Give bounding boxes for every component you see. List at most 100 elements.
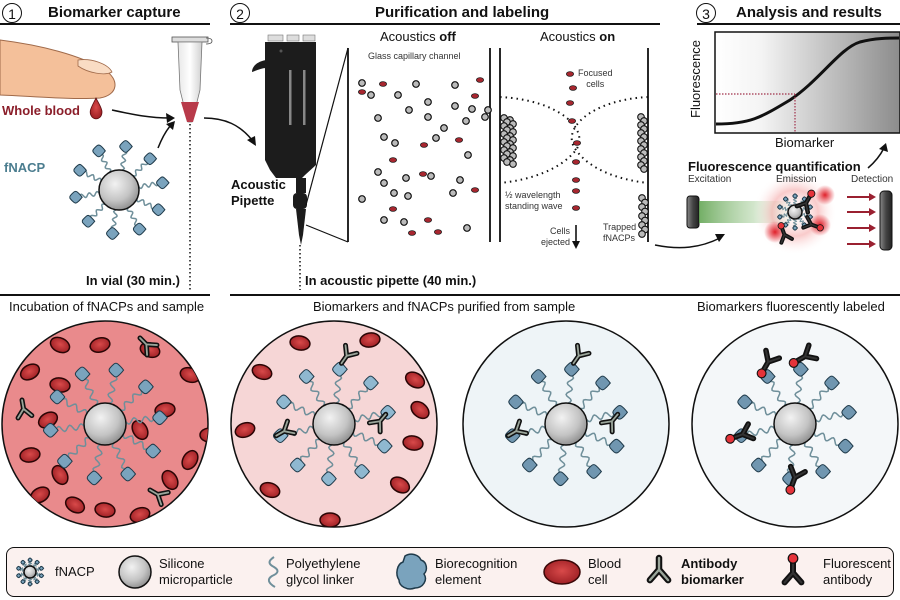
fluorescent-antibody bbox=[785, 463, 808, 495]
acoustics-off-label: Acoustics off bbox=[380, 29, 456, 44]
antibody-biomarker bbox=[646, 554, 672, 584]
legend-item-fnacp: fNACP bbox=[11, 548, 95, 596]
emission-arrows bbox=[847, 193, 876, 248]
step-2-title: Purification and labeling bbox=[375, 4, 550, 21]
fnacp-label: fNACP bbox=[4, 160, 46, 175]
trapped-fnacp bbox=[638, 230, 646, 238]
antibody-biomarker bbox=[273, 418, 297, 439]
antibody-biomarker-icon bbox=[646, 554, 672, 584]
fnacp-particle bbox=[358, 79, 366, 87]
sample-vial bbox=[171, 36, 213, 123]
blood-cell bbox=[51, 464, 69, 486]
blood-cell bbox=[94, 502, 116, 518]
fnacp-illustration bbox=[69, 140, 170, 240]
biorecognition-element-icon bbox=[396, 553, 428, 590]
fluorescent-antibody-icon bbox=[781, 552, 805, 586]
biorecognition-element bbox=[363, 375, 379, 391]
biorecognition-element bbox=[120, 466, 137, 482]
blood-cell-particle bbox=[418, 171, 427, 177]
blood-cell bbox=[49, 336, 71, 354]
blood-cell-particle bbox=[423, 217, 432, 223]
fnacp-particle bbox=[391, 139, 399, 147]
biorecognition-element bbox=[49, 389, 66, 405]
biorecognition-element bbox=[34, 559, 40, 565]
blood-cell-particle bbox=[470, 187, 479, 193]
silicone-microparticle bbox=[83, 402, 127, 446]
blood-cell bbox=[181, 449, 199, 471]
biorecognition-element bbox=[143, 152, 158, 166]
blood-cell bbox=[199, 427, 208, 443]
biorecognition-element bbox=[737, 394, 753, 410]
fnacp-particle bbox=[463, 224, 471, 232]
panel-incubation bbox=[1, 320, 209, 528]
biorecognition-element bbox=[522, 457, 538, 473]
biorecognition-element bbox=[824, 375, 840, 391]
biorecognition-element bbox=[57, 453, 73, 469]
fluorescent-antibody bbox=[794, 189, 816, 215]
antibody-biomarker bbox=[505, 418, 529, 439]
step-2-number: 2 bbox=[230, 3, 250, 23]
fnacp-particle bbox=[481, 113, 489, 121]
biorecognition-element bbox=[530, 369, 547, 384]
whole-blood-label: Whole blood bbox=[2, 103, 80, 118]
blood-cell bbox=[359, 332, 381, 348]
silicone-microparticle bbox=[312, 402, 356, 446]
fnacp-particle bbox=[449, 189, 457, 197]
fluorescent-antibody bbox=[801, 215, 824, 232]
emitting-fnacp bbox=[777, 189, 824, 245]
blood-cell bbox=[404, 371, 426, 389]
silicone-microparticle bbox=[773, 402, 817, 446]
biorecognition-element bbox=[609, 438, 625, 454]
biorecognition-element bbox=[145, 443, 162, 459]
fnacp-particle bbox=[380, 179, 388, 187]
incubation-caption: Incubation of fNACPs and sample bbox=[9, 299, 205, 314]
trapped-fnacp bbox=[640, 165, 648, 173]
biorecognition-element bbox=[841, 405, 858, 420]
arrow-to-analysis bbox=[654, 237, 721, 249]
fnacp-particle bbox=[451, 81, 459, 89]
biorecognition-element bbox=[792, 193, 799, 199]
silicone-microparticle-icon bbox=[118, 555, 152, 589]
peg-linker-icon bbox=[267, 556, 279, 588]
biorecognition-element bbox=[354, 464, 371, 479]
panel-purification-pink bbox=[230, 320, 438, 528]
blood-cell bbox=[234, 421, 256, 439]
antibody-biomarker bbox=[598, 411, 621, 435]
biorecognition-element bbox=[27, 581, 33, 587]
biorecognition-element bbox=[156, 176, 170, 190]
biorecognition-element bbox=[792, 225, 799, 231]
biorecognition-element bbox=[106, 227, 120, 240]
blood-cell-particle bbox=[378, 81, 387, 87]
fnacp-particle bbox=[394, 91, 402, 99]
channel-particles bbox=[357, 71, 649, 238]
fnacp-particle bbox=[358, 195, 366, 203]
biorecognition-element bbox=[108, 362, 125, 378]
fnacp-particle bbox=[424, 98, 432, 106]
fnacp-particle bbox=[464, 151, 472, 159]
fnacp-icon bbox=[16, 557, 45, 587]
fnacp-particle bbox=[432, 134, 440, 142]
fnacp-particle bbox=[451, 102, 459, 110]
biorecognition-element bbox=[16, 573, 22, 579]
focused-cell bbox=[566, 100, 575, 106]
pipette-duration-label: In acoustic pipette (40 min.) bbox=[305, 273, 477, 288]
excitation-label: Excitation bbox=[688, 174, 732, 185]
biorecognition-element bbox=[132, 222, 147, 236]
blood-cell bbox=[131, 419, 149, 441]
blood-cell-particle bbox=[419, 142, 428, 148]
fnacp-particle bbox=[427, 172, 435, 180]
labeled-caption: Biomarkers fluorescently labeled bbox=[697, 299, 885, 314]
step-3-divider bbox=[697, 23, 900, 25]
fluorescence-quantification-title: Fluorescence quantification bbox=[688, 159, 861, 174]
biorecognition-element bbox=[86, 470, 103, 486]
biorecognition-element bbox=[276, 394, 292, 410]
